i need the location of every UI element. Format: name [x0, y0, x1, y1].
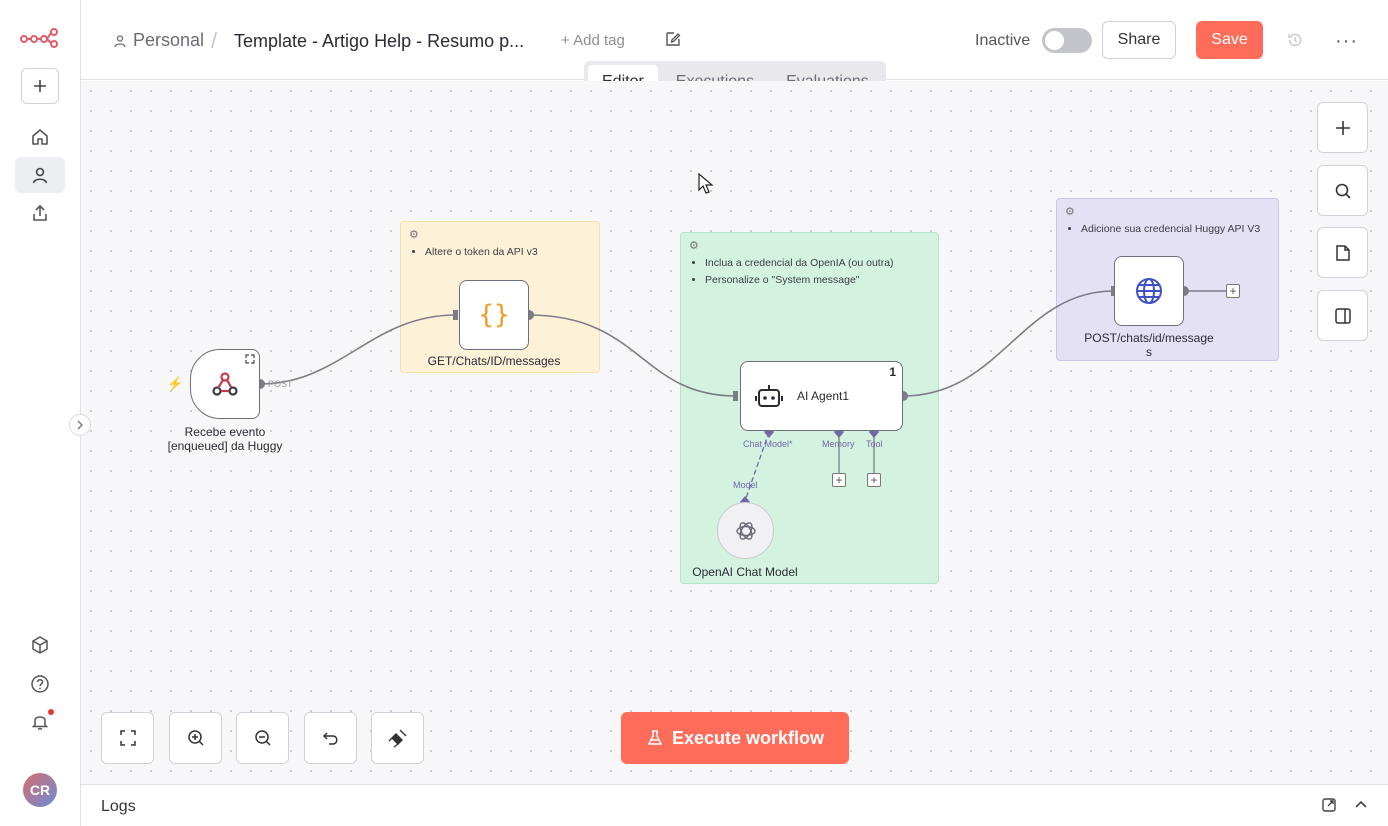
- search-nodes-button[interactable]: [1317, 165, 1368, 216]
- breadcrumb-project[interactable]: Personal: [113, 30, 204, 51]
- chevron-up-icon[interactable]: [1353, 797, 1369, 813]
- share-icon: [33, 204, 47, 221]
- history-icon[interactable]: [1286, 31, 1304, 49]
- workflow-canvas[interactable]: ⚙ Altere o token da API v3 ⚙ Inclua a cr…: [81, 81, 1388, 784]
- undo-icon: [322, 732, 337, 745]
- trigger-bolt-icon: ⚡: [167, 376, 184, 391]
- webhook-node[interactable]: [190, 349, 260, 419]
- activation-status-label: Inactive: [975, 32, 1031, 49]
- more-options-icon[interactable]: ···: [1335, 30, 1358, 52]
- plus-icon: [34, 80, 46, 92]
- gear-icon: ⚙: [1065, 206, 1075, 218]
- sidebar-item-templates[interactable]: [15, 627, 65, 663]
- sidebar-item-personal[interactable]: [15, 157, 65, 193]
- help-icon: [31, 675, 49, 693]
- plus-icon: [1335, 120, 1350, 135]
- gear-icon: ⚙: [409, 229, 419, 241]
- home-icon: [32, 129, 48, 145]
- http-label-line1: POST/chats/id/message: [1084, 331, 1214, 345]
- edit-icon: [666, 32, 681, 46]
- zoom-in-button[interactable]: [169, 712, 222, 764]
- user-icon: [32, 167, 48, 184]
- add-sticky-button[interactable]: [1317, 227, 1368, 278]
- avatar[interactable]: CR: [23, 773, 57, 807]
- workflow-title[interactable]: Template - Artigo Help - Resumo p...: [234, 31, 525, 51]
- globe-icon: [1136, 278, 1162, 304]
- execute-workflow-label: Execute workflow: [671, 727, 825, 748]
- execute-workflow-button[interactable]: Execute workflow: [621, 712, 849, 764]
- robot-icon: [755, 385, 783, 407]
- sticky-note-line: Personalize o "System message": [705, 274, 928, 286]
- sidebar-item-shared[interactable]: [15, 195, 65, 231]
- openai-chat-model-node[interactable]: [717, 502, 774, 559]
- webhook-label-line1: Recebe evento: [184, 425, 266, 439]
- logs-label: Logs: [101, 798, 136, 815]
- sidebar-item-overview[interactable]: [15, 119, 65, 155]
- bell-icon: [31, 716, 49, 730]
- fullscreen-corner-icon: [245, 354, 255, 364]
- breadcrumb-project-label: Personal: [133, 30, 205, 50]
- code-node-label: GET/Chats/ID/messages: [427, 354, 561, 368]
- broom-icon: [388, 729, 406, 748]
- sticky-note-line: Inclua a credencial da OpenIA (ou outra): [705, 257, 928, 269]
- cube-icon: [32, 636, 48, 654]
- openai-icon: [735, 521, 756, 540]
- chevron-right-icon: [77, 420, 83, 430]
- sidebar-item-notifications[interactable]: [15, 703, 65, 739]
- n8n-logo[interactable]: [20, 28, 58, 48]
- http-request-node[interactable]: [1114, 256, 1184, 326]
- webhook-label-line2: [enqueued] da Huggy: [167, 439, 283, 454]
- model-port-label: Model: [733, 480, 758, 490]
- zoom-in-icon: [187, 730, 204, 746]
- webhook-icon: [212, 372, 238, 396]
- add-node-button[interactable]: [1317, 102, 1368, 153]
- expand-sidebar-button[interactable]: [69, 414, 91, 436]
- code-node[interactable]: {}: [459, 280, 529, 350]
- add-tool-button[interactable]: +: [867, 473, 881, 487]
- flask-icon: [647, 730, 663, 745]
- edit-description-button[interactable]: [664, 30, 682, 53]
- ai-agent-badge: 1: [889, 365, 896, 379]
- zoom-out-button[interactable]: [236, 712, 289, 764]
- braces-icon: {}: [478, 300, 510, 330]
- tool-port-label: Tool: [866, 439, 883, 449]
- zoom-out-icon: [254, 730, 271, 746]
- create-button[interactable]: [21, 68, 59, 104]
- breadcrumb-separator: /: [211, 28, 218, 53]
- chat-model-port-label: Chat Model*: [743, 439, 793, 449]
- toggle-panel-button[interactable]: [1317, 290, 1368, 341]
- webhook-port-label: POST: [268, 379, 293, 389]
- fit-view-button[interactable]: [101, 712, 154, 764]
- toggle-knob: [1045, 31, 1064, 50]
- panel-icon: [1334, 307, 1351, 324]
- openai-chat-model-label: OpenAI Chat Model: [692, 565, 798, 579]
- http-label-line2: s: [1146, 345, 1152, 360]
- left-sidebar: CR: [0, 0, 81, 826]
- sticky-note-text: Altere o token da API v3: [425, 246, 589, 258]
- popout-icon[interactable]: [1321, 797, 1337, 813]
- add-memory-button[interactable]: +: [832, 473, 846, 487]
- tidy-up-button[interactable]: [371, 712, 424, 764]
- activation-toggle[interactable]: [1042, 28, 1092, 53]
- sticky-note-text: Adicione sua credencial Huggy API V3: [1081, 223, 1268, 235]
- gear-icon: ⚙: [689, 240, 699, 252]
- undo-button[interactable]: [304, 712, 357, 764]
- ai-agent-node[interactable]: AI Agent1 1: [740, 361, 903, 431]
- add-tag-button[interactable]: + Add tag: [561, 32, 625, 49]
- share-button[interactable]: Share: [1102, 21, 1176, 59]
- ai-agent-label: AI Agent1: [797, 389, 850, 403]
- http-node-label: POST/chats/id/message s: [1074, 331, 1224, 360]
- memory-port-label: Memory: [822, 439, 855, 449]
- user-icon: [114, 34, 126, 47]
- mouse-cursor-icon: [698, 173, 714, 194]
- logs-panel[interactable]: Logs: [81, 784, 1388, 826]
- fit-view-icon: [119, 730, 136, 746]
- search-icon: [1335, 183, 1351, 199]
- sticky-note-icon: [1335, 244, 1350, 261]
- save-button[interactable]: Save: [1196, 21, 1263, 59]
- sidebar-item-help[interactable]: [15, 666, 65, 702]
- notification-dot: [48, 709, 54, 715]
- add-next-node-button[interactable]: +: [1226, 284, 1240, 298]
- webhook-node-label: Recebe evento [enqueued] da Huggy: [155, 425, 295, 454]
